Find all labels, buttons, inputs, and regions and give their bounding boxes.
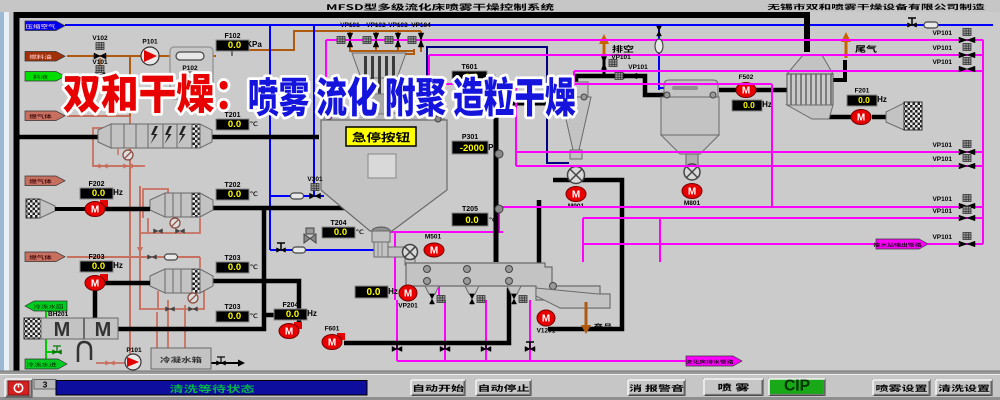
svg-text:Hz: Hz: [113, 261, 123, 270]
svg-text:BH201: BH201: [48, 311, 69, 318]
svg-text:0.0: 0.0: [465, 215, 478, 226]
svg-text:Pa: Pa: [488, 143, 498, 152]
svg-text:T203: T203: [225, 304, 241, 311]
svg-text:T204: T204: [331, 220, 347, 227]
svg-text:0.0: 0.0: [228, 189, 241, 200]
svg-text:T202: T202: [225, 182, 241, 189]
svg-text:0.0: 0.0: [367, 287, 381, 298]
svg-text:F201: F201: [855, 88, 870, 95]
svg-text:0.0: 0.0: [286, 309, 299, 320]
svg-text:M801: M801: [684, 200, 701, 207]
svg-text:0.0: 0.0: [92, 188, 105, 199]
svg-text:P301: P301: [462, 134, 478, 141]
svg-text:VP201: VP201: [398, 303, 418, 310]
svg-text:VP101: VP101: [932, 208, 952, 215]
svg-text:M: M: [542, 314, 550, 325]
svg-text:Hz: Hz: [307, 309, 317, 318]
svg-text:M: M: [742, 86, 750, 97]
svg-text:V102: V102: [92, 35, 108, 42]
svg-text:CIP: CIP: [784, 378, 810, 395]
svg-text:M: M: [91, 279, 99, 290]
svg-text:V301: V301: [307, 176, 323, 183]
svg-text:T205: T205: [462, 206, 478, 213]
svg-text:Hz: Hz: [113, 188, 123, 197]
svg-text:0.0: 0.0: [228, 40, 241, 51]
svg-text:M: M: [404, 289, 412, 300]
svg-text:P102: P102: [182, 65, 198, 72]
svg-text:M: M: [328, 338, 336, 349]
svg-text:VP101: VP101: [932, 156, 952, 163]
svg-text:M: M: [430, 246, 438, 257]
svg-text:0.0: 0.0: [743, 100, 755, 110]
svg-text:M: M: [572, 190, 580, 201]
svg-text:0.0: 0.0: [228, 311, 241, 322]
svg-text:P101: P101: [142, 39, 158, 46]
svg-text:3: 3: [43, 380, 48, 390]
svg-text:M: M: [54, 319, 71, 341]
svg-text:VP102: VP102: [366, 22, 386, 29]
svg-text:0.0: 0.0: [228, 119, 241, 130]
svg-text:M: M: [95, 319, 112, 341]
svg-text:VP101: VP101: [932, 59, 952, 66]
svg-text:VP104: VP104: [411, 22, 431, 29]
svg-text:Hz: Hz: [762, 100, 772, 109]
svg-text:-2000: -2000: [460, 143, 484, 154]
svg-text:M501: M501: [425, 234, 442, 241]
svg-text:M: M: [285, 327, 293, 338]
svg-text:M: M: [91, 205, 99, 216]
svg-text:F203: F203: [89, 254, 105, 261]
svg-text:P101: P101: [126, 347, 142, 354]
svg-text:Hz: Hz: [877, 95, 887, 104]
svg-text:T203: T203: [225, 255, 241, 262]
svg-text:VP101: VP101: [932, 142, 952, 149]
svg-text:F502: F502: [739, 74, 754, 81]
svg-text:Hz: Hz: [388, 287, 398, 296]
svg-text:VP101: VP101: [932, 196, 952, 203]
svg-text:0.0: 0.0: [228, 262, 241, 273]
svg-text:M: M: [688, 187, 696, 198]
svg-text:T601: T601: [462, 64, 478, 71]
svg-text:F601: F601: [325, 326, 340, 333]
svg-text:V101: V101: [92, 59, 108, 66]
svg-text:VP101: VP101: [340, 22, 360, 29]
svg-text:T201: T201: [225, 112, 241, 119]
svg-text:F202: F202: [89, 181, 105, 188]
svg-text:0.0: 0.0: [858, 95, 870, 105]
svg-text:V1201: V1201: [537, 328, 556, 335]
svg-text:0.0: 0.0: [92, 261, 105, 272]
svg-text:M: M: [857, 113, 865, 124]
svg-text:KPa: KPa: [246, 40, 262, 49]
svg-text:VP101: VP101: [932, 30, 952, 37]
svg-text:VP101: VP101: [932, 234, 952, 241]
svg-text:VP103: VP103: [388, 22, 408, 29]
svg-text:VP101: VP101: [932, 45, 952, 52]
svg-text:VP101: VP101: [611, 54, 631, 61]
svg-text:VP101: VP101: [628, 64, 648, 71]
svg-text:0.0: 0.0: [334, 227, 347, 238]
svg-text:F204: F204: [283, 302, 299, 309]
svg-text:F102: F102: [225, 33, 241, 40]
